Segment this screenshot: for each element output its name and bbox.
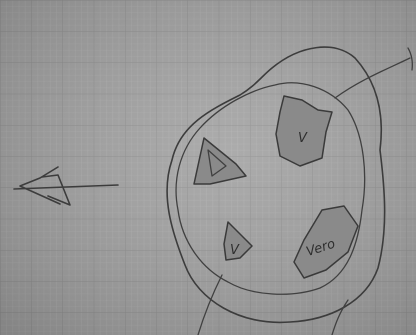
top-right-lobe-label: V	[298, 131, 308, 146]
bottom-center-lobe-label: V	[230, 243, 240, 258]
